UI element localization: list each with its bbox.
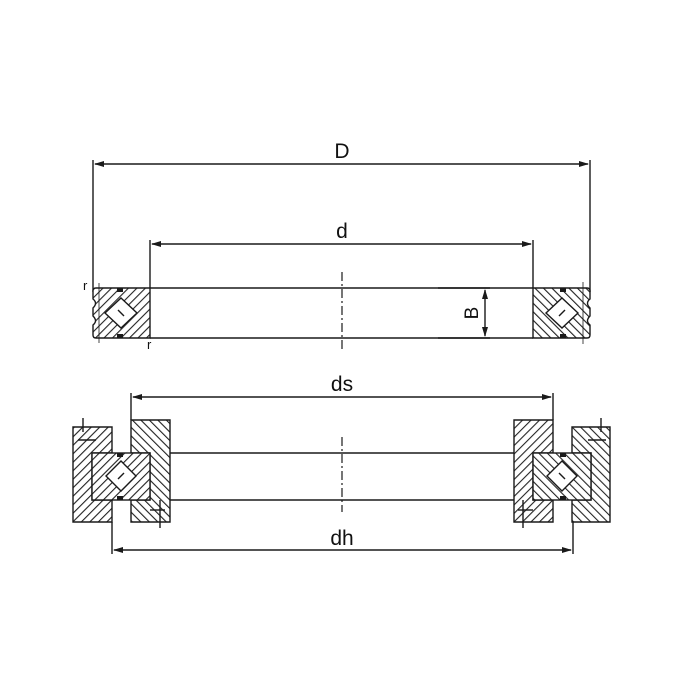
label-ds: ds bbox=[331, 373, 353, 396]
label-r-bottom: r bbox=[147, 337, 152, 352]
label-B: B bbox=[462, 307, 483, 320]
top-view bbox=[92, 160, 591, 350]
label-D: D bbox=[334, 140, 349, 163]
dimension-B bbox=[438, 287, 490, 339]
dimension-ds bbox=[130, 393, 554, 420]
dimension-D bbox=[92, 160, 591, 292]
right-assembly-section bbox=[513, 418, 611, 528]
dimension-dh bbox=[111, 522, 574, 554]
label-r-top: r bbox=[83, 278, 88, 293]
dimension-d bbox=[149, 240, 534, 288]
left-assembly-section bbox=[72, 418, 171, 528]
right-ring-section bbox=[532, 282, 591, 344]
label-d: d bbox=[336, 220, 348, 243]
left-ring-section bbox=[92, 287, 151, 339]
bottom-view bbox=[72, 393, 611, 554]
label-dh: dh bbox=[330, 527, 353, 550]
